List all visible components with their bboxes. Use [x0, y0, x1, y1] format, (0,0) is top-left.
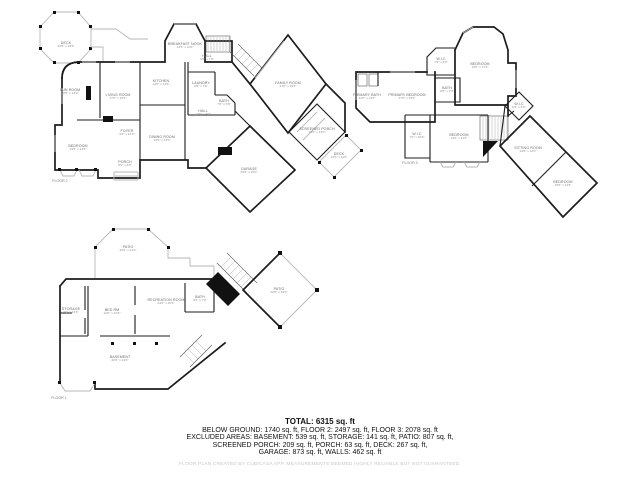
floor2-plan	[39, 11, 363, 214]
room-label-bath-1: BATH 8'6" x 7'0"	[193, 295, 207, 303]
room-label-hall: HALL 9'0" x 7'0"	[200, 54, 214, 62]
room-label-patio: PATIO 40'6" x 21'0"	[119, 245, 137, 253]
room-label-dining-room: DINING ROOM 14'6" x 13'0"	[149, 135, 175, 143]
disclaimer-text: FLOOR PLAN CREATED BY CUBICASA APP. MEAS…	[178, 462, 462, 468]
room-label-bedroom-mid: BEDROOM 14'6" x 12'6"	[449, 133, 469, 141]
room-label-family-room: FAMILY ROOM 21'0" x 19'6"	[275, 81, 301, 89]
room-label-bath: BATH 7'0" x 5'6"	[217, 99, 231, 107]
floor3-tag: FLOOR 3	[402, 161, 418, 165]
room-label-garage: GARAGE 29'6" x 25'0"	[240, 167, 258, 175]
room-label-hall-2: HALL 10'0" x 4'0"	[195, 109, 211, 117]
room-label-foyer: FOYER 9'6" x 12'0"	[119, 129, 135, 137]
floor1-plan	[58, 228, 319, 392]
room-label-primary-bath: PRIMARY BATH 12'6" x 13'0"	[353, 93, 381, 101]
room-label-bath-3: BATH 8'0" x 7'0"	[440, 86, 454, 94]
room-label-sitting-room: SITTING ROOM 14'6" x 12'0"	[514, 146, 542, 154]
room-label-screened-porch: SCREENED PORCH 16'0" x 13'0"	[299, 127, 335, 135]
room-label-breakfast-nook: BREAKFAST NOOK 13'6" x 11'0"	[167, 42, 203, 50]
room-label-patio-2: PATIO 20'0" x 19'0"	[270, 287, 288, 295]
room-label-basement: BASEMENT 28'6" x 14'0"	[109, 355, 131, 363]
room-label-bedroom: BEDROOM 14'6" x 13'6"	[68, 144, 88, 152]
room-label-porch: PORCH 8'0" x 6'6"	[118, 160, 132, 168]
excluded-areas-line-2: SCREENED PORCH: 209 sq. ft, PORCH: 63 sq…	[212, 441, 428, 449]
room-label-laundry: LAUNDRY 8'6" x 7'6"	[192, 81, 210, 89]
room-label-bedroom-br: BEDROOM 15'6" x 13'6"	[553, 180, 573, 188]
room-label-deck-2: DECK 13'0" x 11'0"	[330, 152, 348, 160]
room-label-wic-2: W.I.C 7'0" x 10'6"	[409, 132, 425, 140]
room-label-living-room: LIVING ROOM 17'0" x 15'6"	[105, 93, 131, 101]
floor-areas-line: BELOW GROUND: 1740 sq. ft, FLOOR 2: 2497…	[202, 427, 438, 434]
room-label-bed-rm: BED RM 12'0" x 12'6"	[103, 308, 121, 316]
floor3-plan	[355, 26, 599, 219]
area-summary: TOTAL: 6315 sq. ft BELOW GROUND: 1740 sq…	[179, 417, 461, 467]
room-label-wic-3: W.I.C 6'6" x 6'6"	[512, 102, 526, 110]
room-label-recreation-room: RECREATION ROOM 24'0" x 15'6"	[147, 298, 185, 306]
room-label-bedroom-top: BEDROOM 15'6" x 17'0"	[470, 62, 490, 70]
room-label-primary-bedroom: PRIMARY BEDROOM 17'6" x 15'0"	[388, 93, 426, 101]
excluded-areas-line-3: GARAGE: 873 sq. ft, WALLS: 462 sq. ft	[258, 448, 382, 456]
floor1-tag: FLOOR 1	[51, 396, 67, 400]
total-area-line: TOTAL: 6315 sq. ft	[285, 417, 355, 426]
room-label-deck: DECK 24'0" x 16'6"	[57, 41, 75, 49]
excluded-areas-line-1: EXCLUDED AREAS: BASEMENT: 539 sq. ft, ST…	[186, 434, 454, 442]
floor2-tag: FLOOR 2	[52, 179, 68, 183]
room-label-kitchen: KITCHEN 14'6" x 13'6"	[152, 79, 170, 87]
room-label-sun-room: SUN ROOM 10'6" x 13'0"	[59, 88, 81, 96]
room-label-wic: W.I.C 7'6" x 6'6"	[434, 57, 448, 65]
room-label-storage: STORAGE 9'0" x 12'6"	[61, 307, 81, 315]
